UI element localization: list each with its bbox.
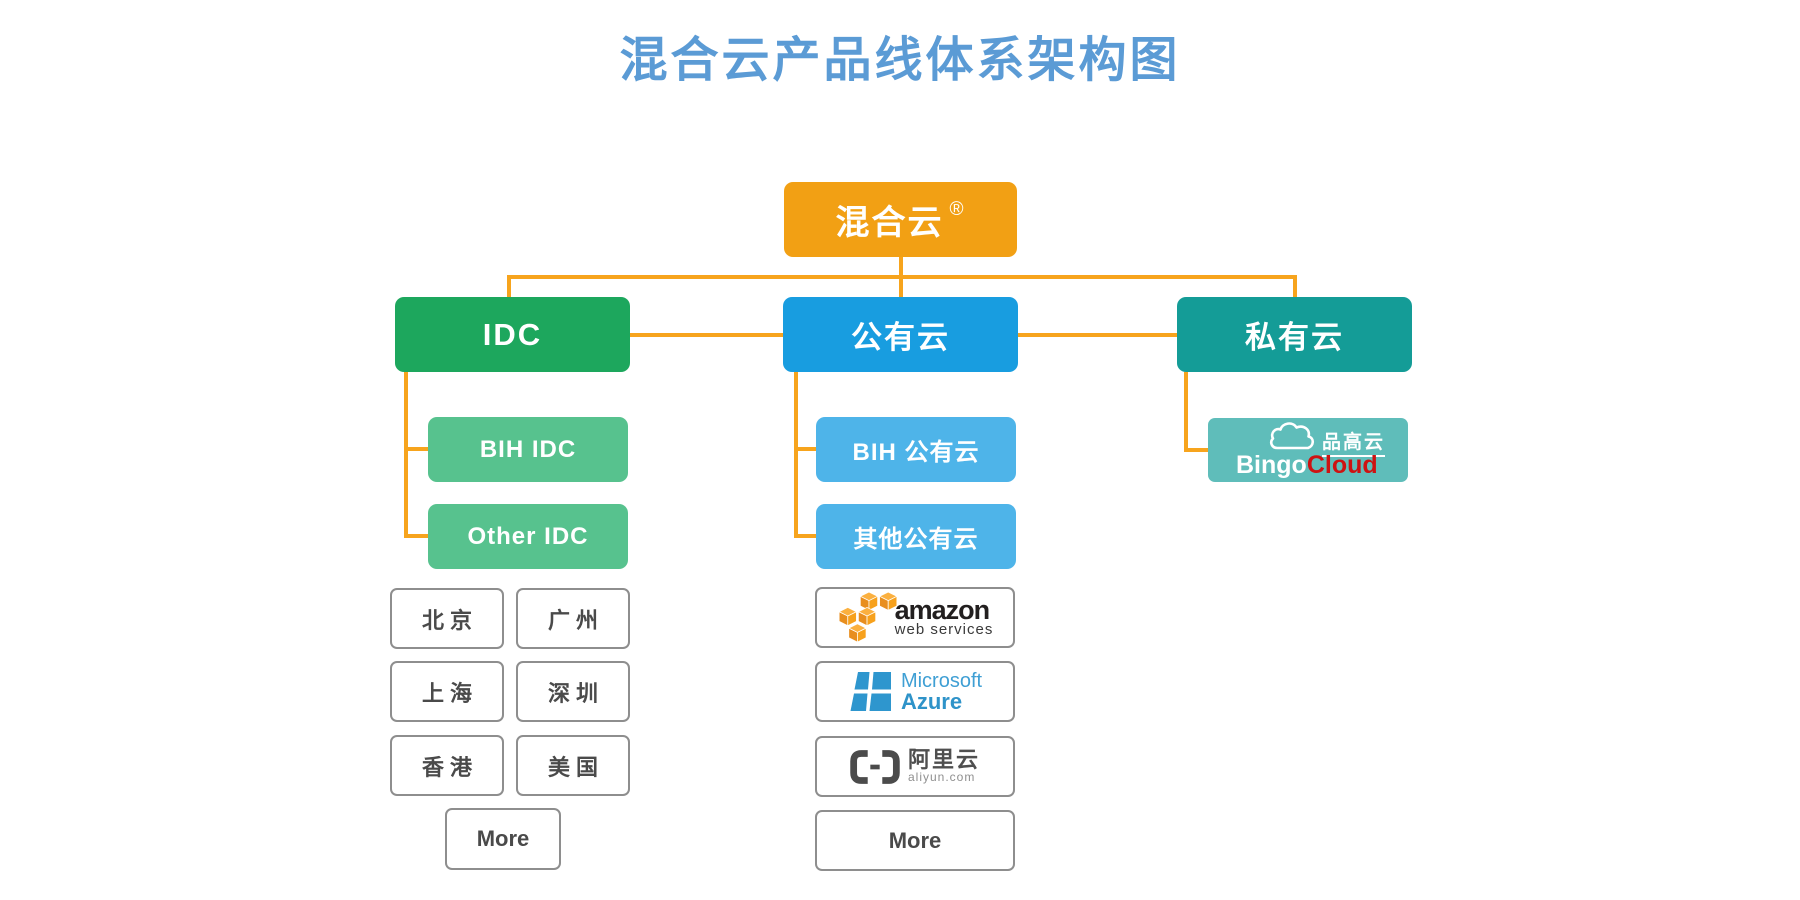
node-bih-public-cloud: BIH 公有云 — [816, 417, 1016, 482]
node-private-cloud: 私有云 — [1177, 297, 1412, 372]
aliyun-brackets-icon — [850, 749, 900, 784]
aws-cubes-icon — [838, 591, 897, 642]
registered-trademark-mark: ® — [949, 198, 966, 220]
node-bih-idc: BIH IDC — [428, 417, 628, 482]
microsoft-wordmark: Microsoft — [900, 670, 983, 692]
aliyun-domain: aliyun.com — [907, 770, 976, 784]
bingocloud-chinese-name: 品高云 — [1322, 427, 1386, 457]
location-shanghai: 上 海 — [390, 661, 504, 722]
azure-wordmark: Azure — [900, 689, 963, 714]
aws-subtext: web services — [894, 621, 994, 638]
vendor-bingocloud-box: 品高云 BingoCloud — [1208, 418, 1408, 482]
aws-wordmark: amazon — [894, 595, 991, 625]
node-other-idc: Other IDC — [428, 504, 628, 569]
root-label: 混合云 — [835, 204, 944, 242]
vendor-azure-box: Microsoft Azure — [815, 661, 1015, 722]
node-idc: IDC — [395, 297, 630, 372]
bingocloud-cloud-icon — [1270, 422, 1315, 450]
location-beijing: 北 京 — [390, 588, 504, 649]
public-cloud-more-box: More — [815, 810, 1015, 871]
node-other-public-cloud: 其他公有云 — [816, 504, 1016, 569]
location-shenzhen: 深 圳 — [516, 661, 630, 722]
location-usa: 美 国 — [516, 735, 630, 796]
idc-more-box: More — [445, 808, 561, 870]
location-guangzhou: 广 州 — [516, 588, 630, 649]
vendor-aliyun-box: 阿里云 aliyun.com — [815, 736, 1015, 797]
aliyun-wordmark: 阿里云 — [907, 747, 980, 772]
bingocloud-wordmark: BingoCloud — [1236, 451, 1378, 480]
page-title: 混合云产品线体系架构图 — [619, 34, 1181, 87]
azure-window-icon — [850, 671, 891, 711]
node-public-cloud: 公有云 — [783, 297, 1018, 372]
bingocloud-wordmark-bingo: Bingo — [1236, 451, 1307, 479]
node-hybrid-cloud-root: 混合云® — [784, 182, 1017, 257]
bingocloud-wordmark-cloud: Cloud — [1306, 451, 1378, 479]
vendor-aws-box: amazon web services — [815, 587, 1015, 648]
location-hongkong: 香 港 — [390, 735, 504, 796]
